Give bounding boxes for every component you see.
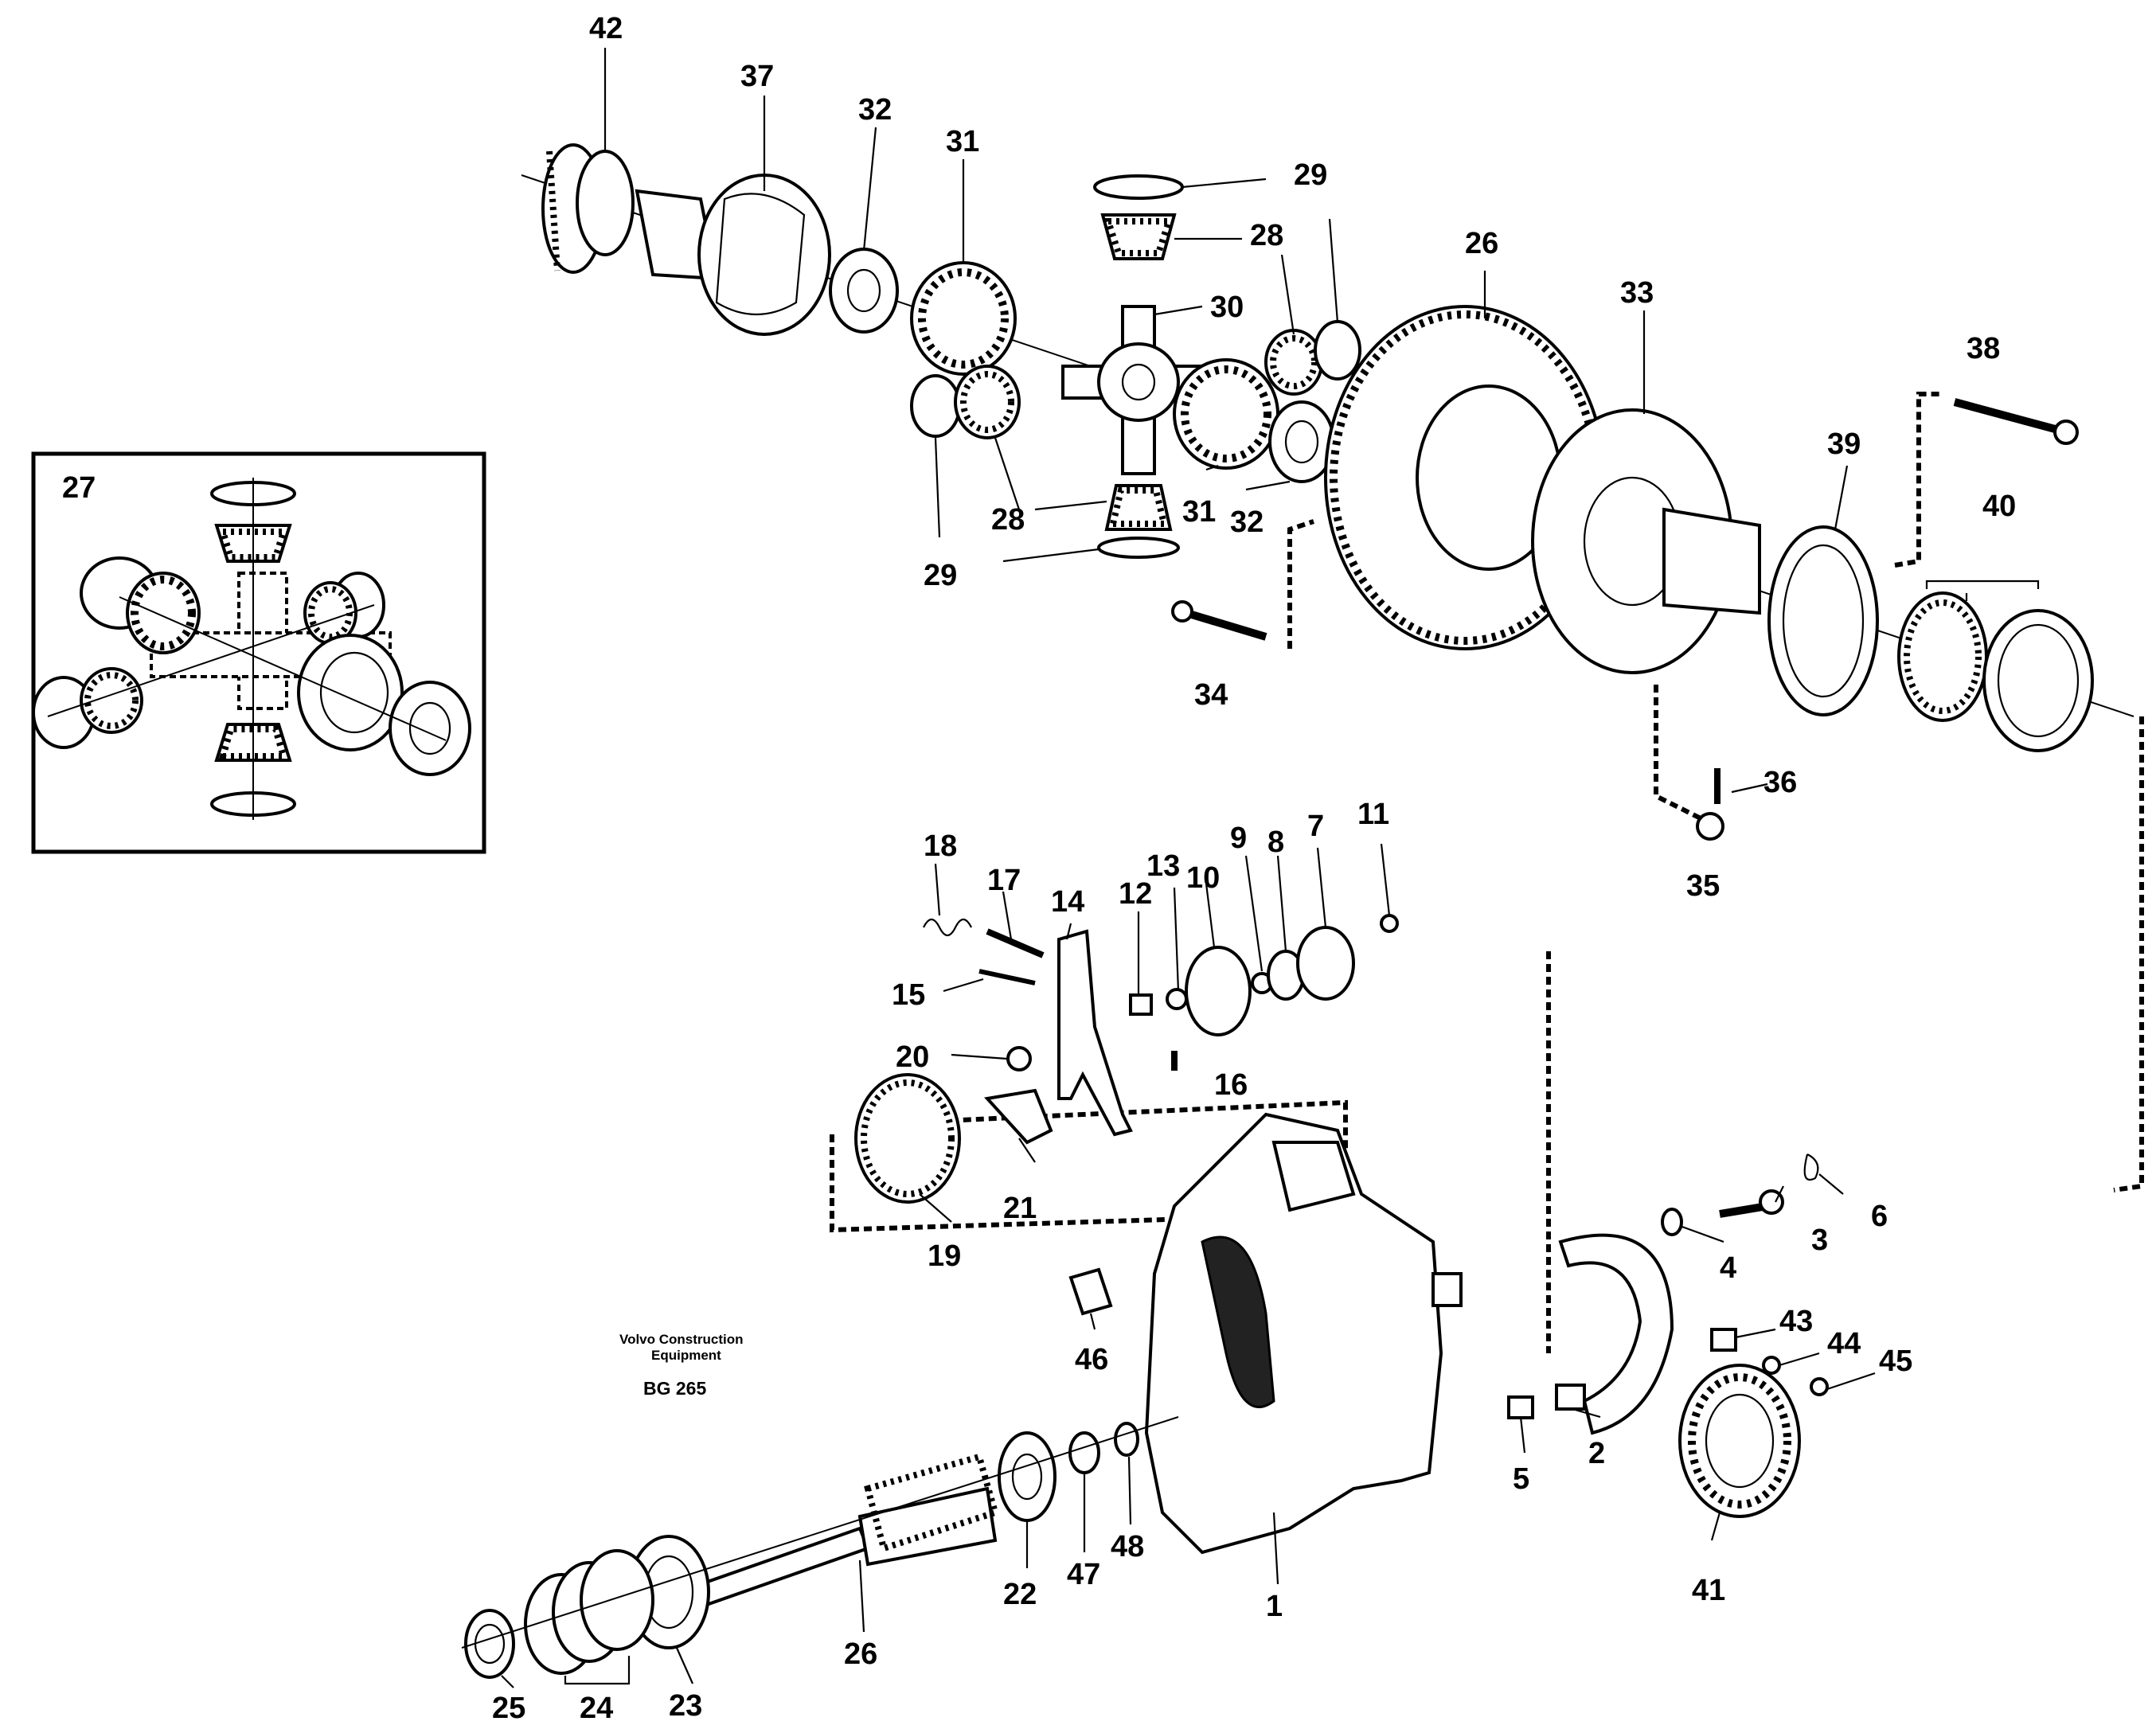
label-44: 44	[1827, 1327, 1861, 1360]
label-26a: 26	[1465, 227, 1498, 260]
label-3: 3	[1811, 1224, 1828, 1257]
label-47: 47	[1067, 1558, 1100, 1591]
label-16: 16	[1214, 1068, 1248, 1102]
label-37: 37	[740, 60, 774, 93]
label-15: 15	[892, 978, 925, 1012]
label-8: 8	[1267, 826, 1284, 859]
part-labels: 42 37 32 31 29 28 26 30 33 38 39 40 28 3…	[62, 12, 2016, 1725]
differential-upper-assembly	[521, 143, 2135, 841]
label-20: 20	[896, 1040, 929, 1074]
label-9: 9	[1230, 822, 1247, 855]
label-12: 12	[1119, 877, 1152, 911]
dashed-guide-lines	[830, 392, 2144, 1353]
label-43: 43	[1779, 1305, 1813, 1338]
label-30: 30	[1210, 291, 1244, 324]
label-24: 24	[580, 1692, 613, 1725]
label-35: 35	[1686, 869, 1720, 903]
label-21: 21	[1003, 1192, 1037, 1225]
label-26b: 26	[844, 1637, 877, 1671]
label-29b: 29	[924, 559, 957, 592]
label-34: 34	[1194, 678, 1228, 712]
publication-code: BG 265	[643, 1378, 706, 1399]
label-33: 33	[1620, 276, 1654, 310]
label-41: 41	[1692, 1574, 1725, 1607]
label-6: 6	[1871, 1200, 1888, 1233]
label-48: 48	[1111, 1530, 1144, 1563]
publisher-name: Volvo Construction	[619, 1332, 744, 1347]
label-46: 46	[1075, 1343, 1108, 1376]
label-29a: 29	[1294, 158, 1327, 192]
label-42: 42	[589, 12, 623, 45]
inset-differential-detail	[31, 451, 486, 854]
label-17: 17	[987, 864, 1021, 897]
label-19: 19	[928, 1239, 961, 1273]
label-38: 38	[1967, 332, 2000, 365]
publisher-stamp: Volvo Construction Equipment BG 265	[619, 1332, 744, 1399]
label-28b: 28	[991, 503, 1025, 537]
label-22: 22	[1003, 1578, 1037, 1611]
label-14: 14	[1051, 885, 1084, 919]
label-5: 5	[1513, 1462, 1529, 1496]
label-40: 40	[1982, 490, 2016, 523]
label-32b: 32	[1230, 505, 1264, 539]
label-18: 18	[924, 829, 957, 863]
label-45: 45	[1879, 1345, 1912, 1378]
label-4: 4	[1720, 1251, 1736, 1285]
label-36: 36	[1763, 766, 1797, 799]
diff-lock-mechanism	[854, 914, 1399, 1204]
label-2: 2	[1588, 1437, 1605, 1470]
label-23: 23	[669, 1689, 702, 1723]
label-1: 1	[1266, 1590, 1283, 1623]
label-39: 39	[1827, 427, 1861, 461]
label-31b: 31	[1182, 495, 1216, 529]
label-13: 13	[1146, 849, 1180, 883]
label-28a: 28	[1250, 219, 1283, 252]
label-11: 11	[1357, 798, 1389, 831]
label-31a: 31	[946, 125, 979, 158]
publisher-subtitle: Equipment	[651, 1348, 721, 1363]
leader-lines	[501, 48, 2040, 1688]
label-32a: 32	[858, 93, 892, 127]
label-25: 25	[492, 1692, 525, 1725]
axle-housing-assembly	[461, 1112, 1829, 1679]
label-10: 10	[1186, 861, 1220, 895]
label-7: 7	[1307, 810, 1324, 843]
label-27: 27	[62, 471, 96, 505]
